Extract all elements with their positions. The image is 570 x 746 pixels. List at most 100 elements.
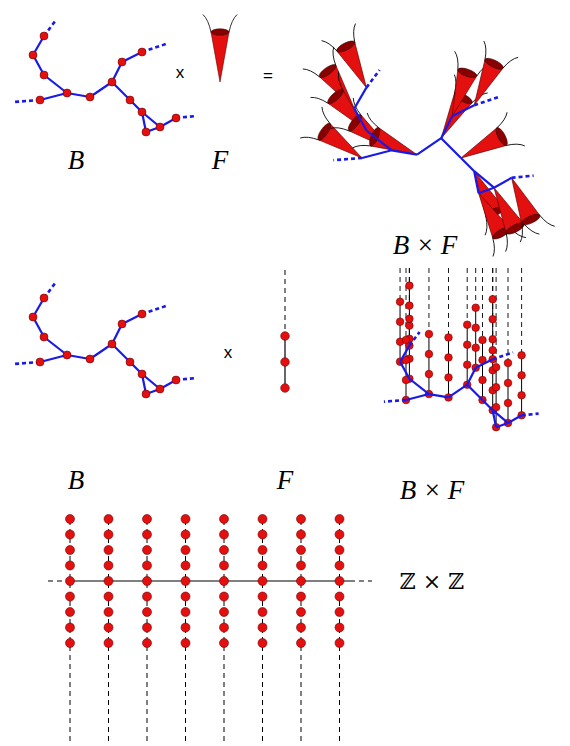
- fibre-line-open: [508, 268, 509, 363]
- graph-edge: [354, 109, 366, 131]
- cone-trail: [229, 15, 237, 33]
- cone-trail: [332, 72, 350, 90]
- lattice-dot: [335, 515, 344, 524]
- lattice-dot: [143, 515, 152, 524]
- lattice-dot: [258, 561, 267, 570]
- cone-trail: [311, 91, 329, 109]
- graph-edge: [406, 394, 429, 400]
- lattice-dot: [335, 623, 344, 632]
- fibre-line: [448, 337, 449, 397]
- cone-trail: [203, 15, 211, 33]
- fibre-dot: [518, 372, 526, 380]
- lattice-dot: [104, 561, 113, 570]
- fibre-dot: [489, 295, 497, 303]
- lattice-dot: [335, 639, 344, 648]
- lattice-dot: [66, 530, 75, 539]
- fibre-dot: [406, 302, 414, 310]
- fibre-symbol: F: [212, 147, 229, 174]
- product-base-graph: [333, 70, 533, 193]
- lattice-dot: [297, 577, 306, 586]
- lattice-dot: [335, 592, 344, 601]
- cone-mouth: [317, 62, 337, 79]
- lattice-dot: [143, 639, 152, 648]
- lattice-dot: [297, 546, 306, 555]
- lattice-dot: [181, 546, 190, 555]
- lattice-dot: [258, 577, 267, 586]
- graph-edge: [44, 75, 67, 93]
- graph-edge-open: [512, 176, 534, 178]
- fibre-cone: [452, 112, 525, 175]
- product-base-graph: [384, 332, 539, 427]
- product-symbol: B × F: [393, 232, 458, 259]
- fibre-dot: [492, 383, 500, 391]
- vertex-dot: [40, 294, 48, 302]
- lattice-dot: [220, 561, 229, 570]
- cone-trail: [493, 112, 511, 127]
- lattice-dot: [220, 592, 229, 601]
- fibre-line: [475, 308, 476, 368]
- vertex-dot: [138, 48, 146, 56]
- lattice-dot: [258, 546, 267, 555]
- lattice-dot: [181, 577, 190, 586]
- fibre-dot: [425, 350, 433, 358]
- lattice-dot: [220, 515, 229, 524]
- fibre-line-open: [448, 268, 449, 337]
- lattice-dot: [181, 561, 190, 570]
- graph-edge: [441, 116, 452, 138]
- fibre-dot: [504, 359, 512, 367]
- fibre-dot: [396, 318, 404, 326]
- lattice-dot: [66, 608, 75, 617]
- graph-edge: [44, 337, 67, 355]
- fibre-line: [496, 367, 497, 427]
- fibre-line: [428, 334, 429, 394]
- graph-edge-open: [522, 414, 539, 416]
- fibre-cone: [352, 113, 424, 172]
- lattice-symbol: ℤ × ℤ: [400, 571, 465, 593]
- graph-edge: [417, 138, 441, 155]
- vertex-dot: [142, 128, 150, 136]
- cone-mouth: [520, 212, 541, 227]
- fibre-line: [482, 340, 483, 400]
- vertex-dot: [142, 390, 150, 398]
- cone-trail: [498, 233, 513, 251]
- graph-edge-open: [366, 70, 379, 88]
- cone-trail: [449, 51, 463, 69]
- vertex-dot: [63, 89, 71, 97]
- graph-edge: [366, 131, 391, 151]
- fibre-dot: [479, 376, 487, 384]
- lattice-dot: [335, 561, 344, 570]
- lattice-dot: [297, 608, 306, 617]
- fibre-dot: [463, 321, 471, 329]
- vertex-dot: [29, 313, 37, 321]
- cone-mouth: [316, 121, 333, 141]
- graph-edge: [467, 385, 482, 400]
- cone-trail: [331, 121, 349, 138]
- vertex-dot: [118, 58, 126, 66]
- lattice-dot: [297, 623, 306, 632]
- cone-trail: [322, 37, 337, 55]
- vertex-dot: [63, 351, 71, 359]
- fibre-line-open: [400, 268, 401, 302]
- cone-mouth: [494, 126, 510, 147]
- cone-trail: [352, 140, 370, 155]
- lattice-dot: [66, 515, 75, 524]
- fibre-dot: [445, 334, 453, 342]
- lattice: [48, 515, 372, 745]
- fibre-dot: [281, 358, 290, 367]
- cone-trail: [540, 212, 555, 230]
- fibre-line-open: [428, 268, 429, 334]
- lattice-dot: [104, 623, 113, 632]
- graph-edge: [362, 150, 392, 158]
- lattice-dot: [297, 530, 306, 539]
- fibre-dot: [425, 330, 433, 338]
- lattice-dot: [181, 608, 190, 617]
- cone-trail: [477, 41, 492, 59]
- fibre-dot: [406, 322, 414, 330]
- fibre-line: [508, 363, 509, 423]
- vertex-dot: [36, 96, 44, 104]
- cone-bundle: [300, 24, 555, 257]
- lattice-dot: [297, 561, 306, 570]
- fibre-dot: [463, 361, 471, 369]
